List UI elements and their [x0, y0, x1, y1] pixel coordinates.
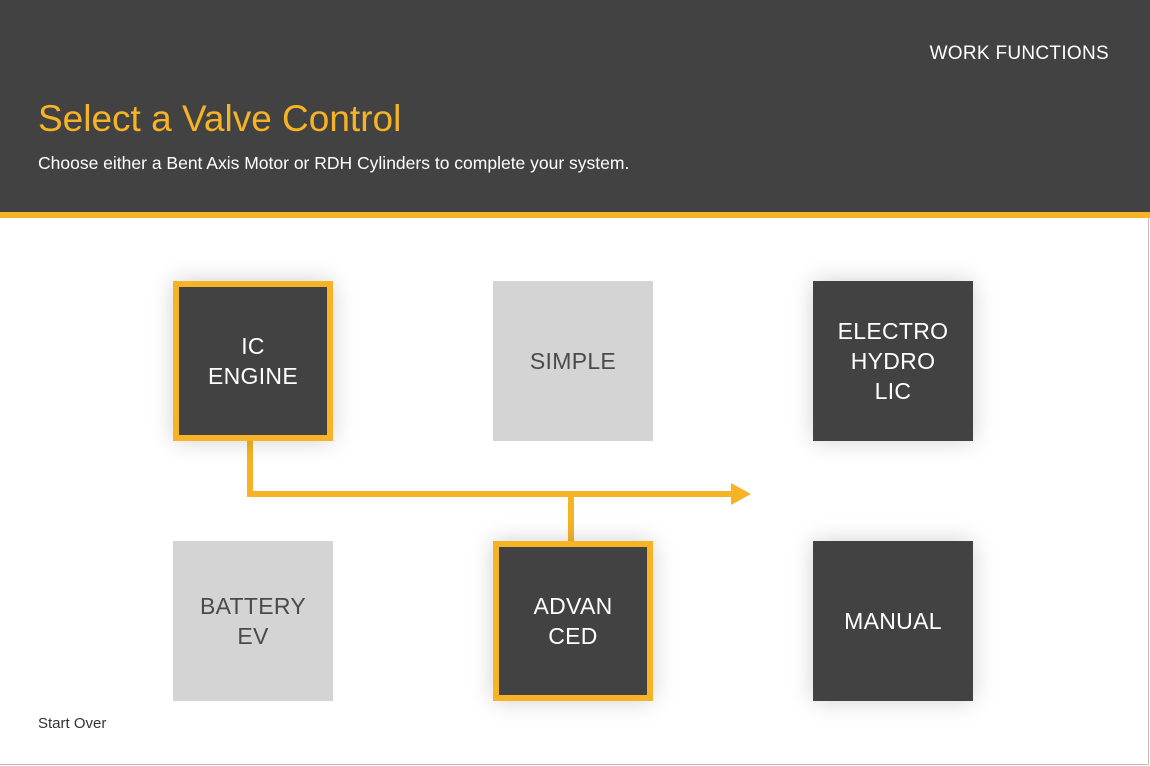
page-subtitle: Choose either a Bent Axis Motor or RDH C…: [38, 153, 630, 173]
start-over-link[interactable]: Start Over: [38, 715, 107, 732]
tile-label: ELECTRO HYDRO LIC: [837, 318, 949, 404]
tile-ic-engine[interactable]: IC ENGINE: [173, 281, 333, 441]
page-header: WORK FUNCTIONS Select a Valve Control Ch…: [0, 0, 1150, 212]
tile-manual[interactable]: MANUAL: [813, 541, 973, 701]
tile-advanced[interactable]: ADVAN CED: [493, 541, 653, 701]
tile-label: ADVAN CED: [533, 593, 613, 649]
tile-label: MANUAL: [844, 608, 942, 634]
header-accent-stripe: [0, 212, 1150, 218]
tile-label: IC ENGINE: [208, 333, 298, 389]
tile-electro-hydrolic[interactable]: ELECTRO HYDRO LIC: [813, 281, 973, 441]
tile-battery-ev[interactable]: BATTERY EV: [173, 541, 333, 701]
section-label: WORK FUNCTIONS: [929, 43, 1109, 64]
tile-simple[interactable]: SIMPLE: [493, 281, 653, 441]
tile-label: SIMPLE: [529, 348, 617, 374]
page-title: Select a Valve Control: [38, 98, 402, 139]
tile-label: BATTERY EV: [199, 593, 307, 649]
